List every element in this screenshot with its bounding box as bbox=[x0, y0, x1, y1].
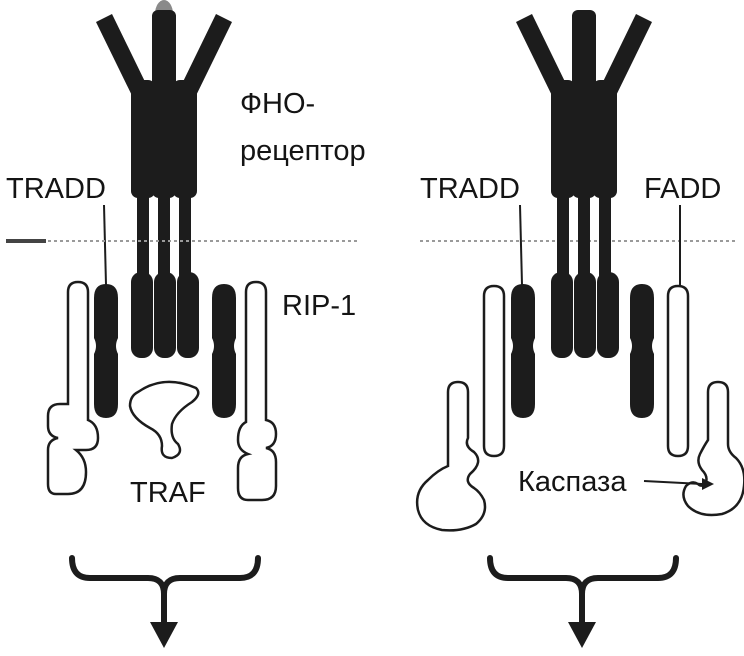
receptor-label-line1: ФНО- bbox=[240, 88, 315, 120]
arrow-down-icon-left bbox=[150, 622, 178, 648]
traf-protein bbox=[128, 380, 200, 460]
tradd-label-right: TRADD bbox=[420, 173, 520, 205]
tradd-left-leader bbox=[103, 204, 107, 286]
traf-label: TRAF bbox=[130, 477, 206, 509]
caspase-protein-left bbox=[415, 380, 487, 532]
rip1-protein-right bbox=[236, 280, 278, 502]
tradd-protein-right bbox=[511, 284, 535, 418]
tradd-label-left: TRADD bbox=[6, 173, 106, 205]
tnf-receptor-left bbox=[96, 0, 232, 358]
left-complex bbox=[46, 0, 278, 648]
fadd-protein-right bbox=[666, 284, 690, 458]
tradd-right-leader bbox=[519, 204, 523, 286]
fadd-label: FADD bbox=[644, 173, 721, 205]
rip1-protein-left bbox=[46, 280, 100, 496]
caspase-protein-right bbox=[682, 380, 744, 517]
caspase-pointer-icon bbox=[702, 478, 714, 490]
receptor-label-line2: рецептор bbox=[240, 135, 366, 167]
rip1-label: RIP-1 bbox=[282, 290, 356, 322]
tradd-protein-left bbox=[94, 284, 118, 418]
tnf-receptor-right bbox=[516, 10, 652, 358]
tradd-protein-left-2 bbox=[212, 284, 236, 418]
fadd-protein-left bbox=[482, 284, 506, 458]
caspase-label: Каспаза bbox=[518, 466, 627, 498]
tradd-protein-right-2 bbox=[630, 284, 654, 418]
bracket-left bbox=[69, 555, 261, 627]
right-complex bbox=[415, 10, 744, 648]
arrow-down-icon-right bbox=[568, 622, 596, 648]
caspase-leader bbox=[643, 480, 703, 485]
bracket-right bbox=[487, 555, 679, 627]
